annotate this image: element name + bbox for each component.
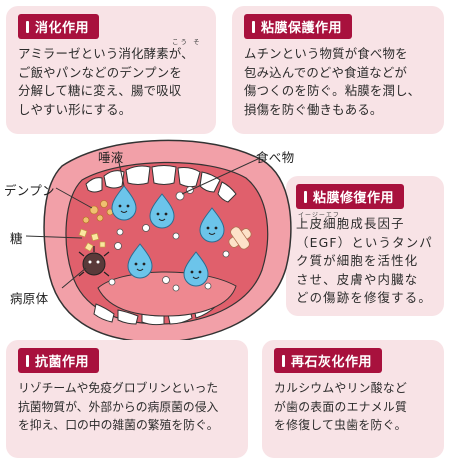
saliva-drop bbox=[183, 251, 209, 287]
mouth-illustration bbox=[25, 139, 292, 340]
card-digestion: 消化作用 こう そ アミラーゼという消化酵素が、 ご飯やパンなどのデンプンを 分… bbox=[6, 6, 216, 134]
card-digestion-text: アミラーゼという消化酵素が、 ご飯やパンなどのデンプンを 分解して糖に変え、腸で… bbox=[18, 46, 194, 117]
label-food: 食べ物 bbox=[256, 150, 295, 165]
leader-lines bbox=[25, 157, 261, 289]
card-mucosa-protection: 粘膜保護作用 ムチンという物質が食べ物を 包み込んでのどや食道などが 傷つくのを… bbox=[232, 6, 444, 134]
saliva-drop bbox=[199, 207, 225, 243]
food-particles bbox=[108, 186, 230, 292]
card-antibacterial: 抗菌作用 リゾチームや免疫グロブリンといった 抗菌物質が、外部からの病原菌の侵入… bbox=[6, 340, 248, 458]
label-sugar: 糖 bbox=[10, 231, 23, 246]
ruby-kouso: こう そ bbox=[172, 38, 202, 46]
saliva-drop bbox=[127, 243, 153, 279]
card-antibacterial-title: 抗菌作用 bbox=[18, 348, 100, 373]
card-remineralization-title: 再石灰化作用 bbox=[274, 348, 383, 373]
card-remineralization: 再石灰化作用 カルシウムやリン酸など が歯の表面のエナメル質 を修復して虫歯を防… bbox=[262, 340, 444, 458]
card-mucosa-protection-text: ムチンという物質が食べ物を 包み込んでのどや食道などが 傷つくのを防ぐ。粘膜を潤… bbox=[244, 46, 421, 117]
card-remineralization-text: カルシウムやリン酸など が歯の表面のエナメル質 を修復して虫歯を防ぐ。 bbox=[274, 381, 408, 432]
label-pathogen: 病原体 bbox=[10, 291, 49, 306]
sugar-particles bbox=[78, 228, 106, 252]
label-saliva: 唾液 bbox=[98, 150, 124, 165]
card-mucosa-repair-title: 粘膜修復作用 bbox=[296, 184, 405, 209]
bandage-icon bbox=[228, 226, 252, 250]
saliva-drops bbox=[111, 185, 225, 287]
label-starch: デンプン bbox=[4, 183, 55, 198]
saliva-drop bbox=[111, 185, 137, 221]
card-mucosa-protection-title: 粘膜保護作用 bbox=[244, 14, 353, 39]
card-antibacterial-text: リゾチームや免疫グロブリンといった 抗菌物質が、外部からの病原菌の侵入 を抑え、… bbox=[18, 381, 219, 432]
pathogen-germ bbox=[78, 246, 110, 277]
saliva-drop bbox=[149, 193, 175, 229]
card-mucosa-repair: 粘膜修復作用 イージーエフ 上皮細胞成長因子 （EGF）というタンパ ク質が細胞… bbox=[286, 176, 444, 316]
upper-teeth bbox=[85, 165, 237, 203]
starch-particles bbox=[82, 200, 114, 224]
card-digestion-title: 消化作用 bbox=[18, 14, 100, 39]
ruby-egf: イージーエフ bbox=[298, 212, 340, 219]
card-mucosa-repair-text: 上皮細胞成長因子 （EGF）というタンパ ク質が細胞を活性化 させ、皮膚や内臓な… bbox=[296, 216, 433, 305]
